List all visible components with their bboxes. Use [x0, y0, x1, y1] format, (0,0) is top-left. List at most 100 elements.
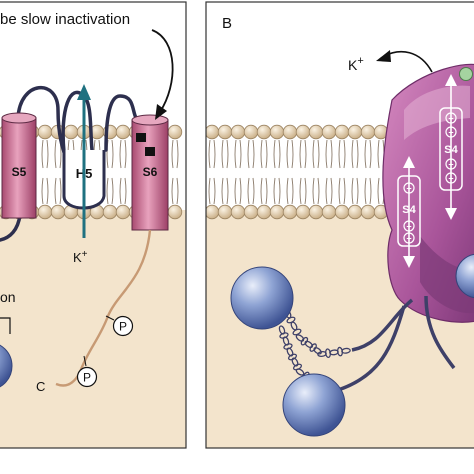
panel-b-label: B: [222, 15, 232, 32]
positive-charge: +: [445, 126, 457, 138]
inactivation-ball-partial: [0, 344, 13, 388]
chain-link: [309, 343, 317, 352]
lipid-tail: [260, 139, 263, 169]
lipid-head: [115, 124, 131, 140]
lipid-head: [334, 204, 350, 220]
lipid-head: [217, 124, 233, 140]
k-ion-label-a: K+: [73, 249, 88, 265]
lipid-head: [334, 124, 350, 140]
caption-pointer-arrow: [151, 29, 174, 113]
lipid-tail: [59, 177, 62, 205]
lipid-head: [217, 204, 233, 220]
lipid-head: [37, 204, 53, 220]
chain-link: [287, 353, 298, 361]
lipid-tail: [364, 139, 367, 169]
label-bracket: [0, 317, 11, 334]
lipid-tail: [273, 139, 276, 169]
lipid-tail: [343, 177, 346, 205]
lipid-tail: [221, 177, 224, 205]
lipid-tail: [226, 177, 229, 205]
lipid-head: [243, 124, 259, 140]
lipid-head: [243, 204, 259, 220]
lipid-tail: [278, 139, 281, 169]
svg-text:+: +: [448, 160, 453, 170]
chain-link: [313, 347, 322, 355]
chain-link: [341, 347, 351, 354]
lipid-tail: [247, 139, 250, 169]
lipid-tail: [46, 177, 49, 205]
s4-label: S4: [402, 204, 416, 216]
chain-linker: [284, 309, 351, 359]
lipid-tail: [260, 177, 263, 205]
lipid-head: [360, 124, 376, 140]
lipid-tail: [54, 177, 57, 205]
lipid-tail: [124, 139, 127, 169]
lipid-tail: [286, 177, 289, 205]
channel-body-highlight: [404, 85, 470, 140]
inactivation-site-mark: [145, 147, 155, 156]
lipid-head: [282, 124, 298, 140]
lipid-tail: [239, 139, 242, 169]
lipid-tail: [273, 177, 276, 205]
lipid-tail: [317, 139, 320, 169]
s4-voltage-sensor: S4 + + + +: [439, 74, 463, 220]
lipid-tail: [265, 177, 268, 205]
lipid-head: [360, 204, 376, 220]
lipid-tail: [208, 177, 211, 205]
lipid-tail: [41, 177, 44, 205]
slow-inactivation-caption: be slow inactivation: [0, 11, 130, 28]
lipid-tail: [234, 177, 237, 205]
panel-b-border: [205, 1, 474, 449]
lipid-head: [256, 204, 272, 220]
svg-text:+: +: [406, 222, 411, 232]
s5-helix: S5: [1, 112, 37, 219]
lipid-head: [102, 204, 118, 220]
s5-label: S5: [12, 165, 27, 179]
chain-link: [291, 357, 299, 367]
chain-link: [295, 368, 305, 376]
lipid-tail: [351, 177, 354, 205]
lipid-tail: [369, 177, 372, 205]
lipid-tail: [221, 139, 224, 169]
lipid-tail: [111, 139, 114, 169]
lipid-head: [321, 204, 337, 220]
lipid-tail: [252, 177, 255, 205]
linker-tail: [351, 298, 414, 352]
caption-pointer-head: [155, 104, 167, 120]
lipid-head: [206, 124, 220, 140]
lipid-tail: [291, 139, 294, 169]
svg-text:+: +: [406, 184, 411, 194]
s4-voltage-sensor: S4 + + +: [397, 156, 421, 268]
lipid-tail: [213, 177, 216, 205]
panel-b: S4 + + + S4 + + + +: [205, 1, 474, 449]
lipid-tail: [119, 177, 122, 205]
lipid-head: [230, 204, 246, 220]
lipid-head: [308, 204, 324, 220]
lipid-tail: [171, 177, 174, 205]
s4-label: S4: [444, 144, 458, 156]
lipid-tail: [325, 139, 328, 169]
positive-charge: +: [403, 182, 415, 194]
svg-text:P: P: [119, 320, 127, 334]
chain-link: [304, 340, 314, 349]
lipid-head: [347, 124, 363, 140]
lipid-tail: [41, 139, 44, 169]
k-ion-label-b: K+: [348, 55, 364, 73]
chain-link: [292, 328, 302, 336]
svg-text:P: P: [83, 371, 91, 385]
lipid-tail: [364, 177, 367, 205]
positive-charge: +: [403, 220, 415, 232]
lipid-head: [269, 204, 285, 220]
lipid-tail: [208, 139, 211, 169]
lipid-tail: [278, 177, 281, 205]
chain-link: [300, 336, 309, 346]
lipid-tail: [304, 139, 307, 169]
lipid-tail: [176, 177, 179, 205]
chain-link: [295, 334, 305, 342]
lipid-tail: [330, 177, 333, 205]
lipid-tail: [338, 177, 341, 205]
panel-a-border: [0, 1, 187, 449]
lipid-tail: [291, 177, 294, 205]
positive-charge: +: [445, 112, 457, 124]
s6-helix: S6: [131, 114, 169, 231]
